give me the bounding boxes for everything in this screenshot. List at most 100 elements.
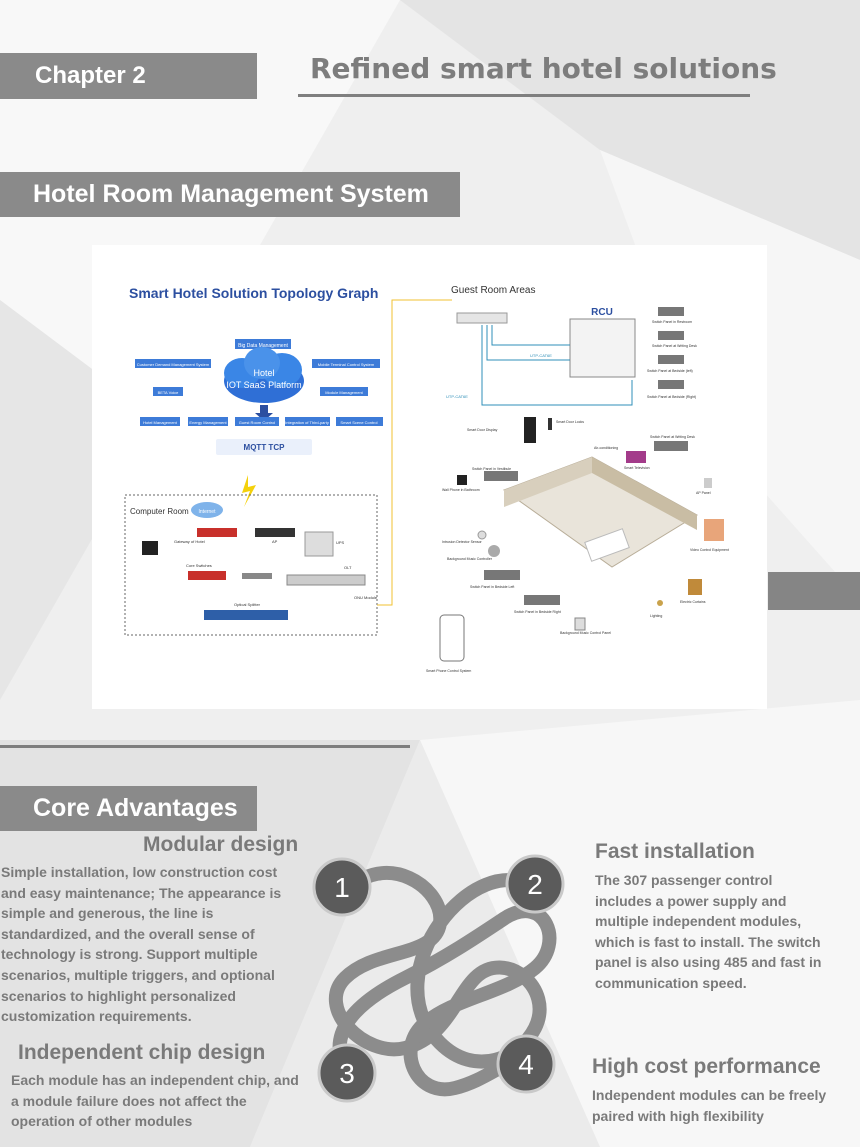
left-box1: [135, 359, 211, 368]
svg-text:Smart Television: Smart Television: [624, 466, 650, 470]
cloud-line2: IOT SaaS Platform: [226, 380, 301, 390]
svg-text:Energy Management: Energy Management: [189, 420, 227, 425]
svg-text:Intrusion Detector Sensor: Intrusion Detector Sensor: [442, 540, 483, 544]
svg-text:Video Control Equipment: Video Control Equipment: [690, 548, 729, 552]
computer-room-box: [124, 494, 378, 636]
big-data-label: Big Data Management: [238, 343, 288, 349]
svg-text:Smart Scene Control: Smart Scene Control: [340, 420, 377, 425]
switch-small: [242, 573, 272, 579]
svg-text:Internet: Internet: [199, 509, 217, 515]
knot-number-1: 1: [312, 857, 372, 917]
svg-text:Switch Panel in Vestibule: Switch Panel in Vestibule: [472, 467, 511, 471]
knot-loop-b: [332, 904, 557, 1097]
svg-text:Wall Phone in Bathroom: Wall Phone in Bathroom: [442, 488, 480, 492]
svg-text:3: 3: [339, 1058, 355, 1089]
independent-chip-text: Each module has an independent chip, and…: [11, 1072, 299, 1130]
door-display: [524, 417, 536, 443]
right-box1: [312, 359, 380, 368]
right-box2: [320, 387, 368, 396]
door-lock: [548, 418, 552, 430]
side-tab-decoration: [768, 572, 860, 610]
gateway-device: [197, 528, 237, 537]
svg-text:Switch Panel at Writing Desk: Switch Panel at Writing Desk: [652, 344, 697, 348]
svg-text:2: 2: [527, 869, 543, 900]
svg-text:1: 1: [334, 872, 350, 903]
ups-device: [304, 531, 334, 557]
svg-text:Switch Panel at Bedside (left): Switch Panel at Bedside (left): [647, 369, 693, 373]
lighting-icon: [657, 600, 663, 606]
section-title: Hotel Room Management System: [0, 172, 460, 217]
svg-text:Electric Curtains: Electric Curtains: [680, 600, 706, 604]
svg-text:Background Music Controller: Background Music Controller: [447, 557, 493, 561]
diagram-title: Smart Hotel Solution Topology Graph: [129, 285, 378, 301]
svg-text:Customer Demand Management Sys: Customer Demand Management System: [137, 362, 210, 367]
switch-panel-4: [658, 380, 684, 389]
svg-text:Switch Panel in Restroom: Switch Panel in Restroom: [652, 320, 692, 324]
svg-text:Air-conditioning: Air-conditioning: [594, 446, 618, 450]
svg-text:Lighting: Lighting: [650, 614, 662, 618]
svg-text:Module Management: Module Management: [325, 390, 363, 395]
svg-text:AP: AP: [272, 539, 278, 544]
modular-design-title: Modular design: [143, 833, 299, 856]
core-advantages-title: Core Advantages: [0, 786, 257, 831]
svg-text:Integration of Third-party: Integration of Third-party: [285, 420, 329, 425]
svg-text:Switch Panel at Bedside (Right: Switch Panel at Bedside (Right): [647, 395, 696, 399]
rcu-label: RCU: [591, 307, 613, 318]
rcu-box: [569, 318, 636, 378]
internet-cloud-icon: [191, 502, 223, 518]
svg-text:Switch Panel in Bedside Right: Switch Panel in Bedside Right: [514, 610, 561, 614]
left-box2: [153, 387, 183, 396]
advantages-knot-graphic: 1 2 3 4: [312, 854, 565, 1103]
vestibule-panel: [484, 471, 518, 481]
fast-installation-title: Fast installation: [595, 840, 755, 863]
knot-number-3: 3: [317, 1043, 377, 1103]
topology-graph: Smart Hotel Solution Topology Graph Big …: [124, 285, 729, 673]
switch-panel-3: [658, 355, 684, 364]
switch-panel-2: [658, 331, 684, 340]
svg-text:AP Panel: AP Panel: [696, 491, 711, 495]
writing-desk-panel: [654, 441, 688, 451]
bedside-left-panel: [484, 570, 520, 580]
topology-diagram: Smart Hotel Solution Topology Graph Big …: [92, 245, 767, 709]
svg-text:Guest Room Control: Guest Room Control: [239, 420, 276, 425]
lightning-icon: [242, 475, 256, 507]
electric-curtains: [688, 579, 702, 595]
svg-text:Optical Splitter: Optical Splitter: [234, 602, 261, 607]
cloud-icon: [224, 347, 304, 403]
video-equipment: [704, 519, 724, 541]
svg-text:Smart Door Display: Smart Door Display: [467, 428, 498, 432]
title-underline: [298, 94, 750, 97]
svg-text:Hotel Management: Hotel Management: [143, 420, 178, 425]
svg-text:Core Switches: Core Switches: [186, 563, 212, 568]
service-boxes: Hotel Management Energy Management Guest…: [140, 417, 383, 426]
olt-device: [286, 574, 366, 586]
independent-chip-title: Independent chip design: [18, 1041, 266, 1064]
music-panel: [574, 617, 586, 631]
ap-panel: [704, 478, 712, 488]
svg-text:Gateway of Hotel: Gateway of Hotel: [174, 539, 205, 544]
onu-device: [456, 312, 508, 324]
section-divider: [0, 745, 410, 748]
bedside-right-panel: [524, 595, 560, 605]
svg-text:Smart Door Locks: Smart Door Locks: [556, 420, 584, 424]
svg-text:Switch Panel at Writing Desk: Switch Panel at Writing Desk: [650, 435, 695, 439]
cost-performance-text: Independent modules can be freely paired…: [592, 1087, 827, 1124]
computer-room-label: Computer Room: [130, 507, 189, 516]
page-title: Refined smart hotel solutions: [310, 52, 777, 85]
knot-number-4: 4: [496, 1034, 556, 1094]
music-controller: [488, 545, 500, 557]
svg-text:UPS: UPS: [336, 540, 345, 545]
chapter-label: Chapter 2: [0, 53, 257, 99]
modular-design-text: Simple installation, low construction co…: [1, 864, 282, 1025]
cloud-line1: Hotel: [253, 368, 274, 378]
protocol-label: MQTT TCP: [244, 443, 286, 452]
guest-area-title: Guest Room Areas: [451, 285, 535, 296]
svg-text:UTP-CAT6E: UTP-CAT6E: [530, 353, 552, 358]
svg-text:Switch Panel in Bedside Left: Switch Panel in Bedside Left: [470, 585, 514, 589]
svg-text:Mobile Terminal Control System: Mobile Terminal Control System: [318, 362, 375, 367]
computer-icon: [142, 541, 158, 555]
svg-text:Background Music Control Panel: Background Music Control Panel: [560, 631, 611, 635]
knot-number-2: 2: [505, 854, 565, 914]
cost-performance-title: High cost performance: [592, 1055, 821, 1078]
smart-tv: [626, 451, 646, 463]
